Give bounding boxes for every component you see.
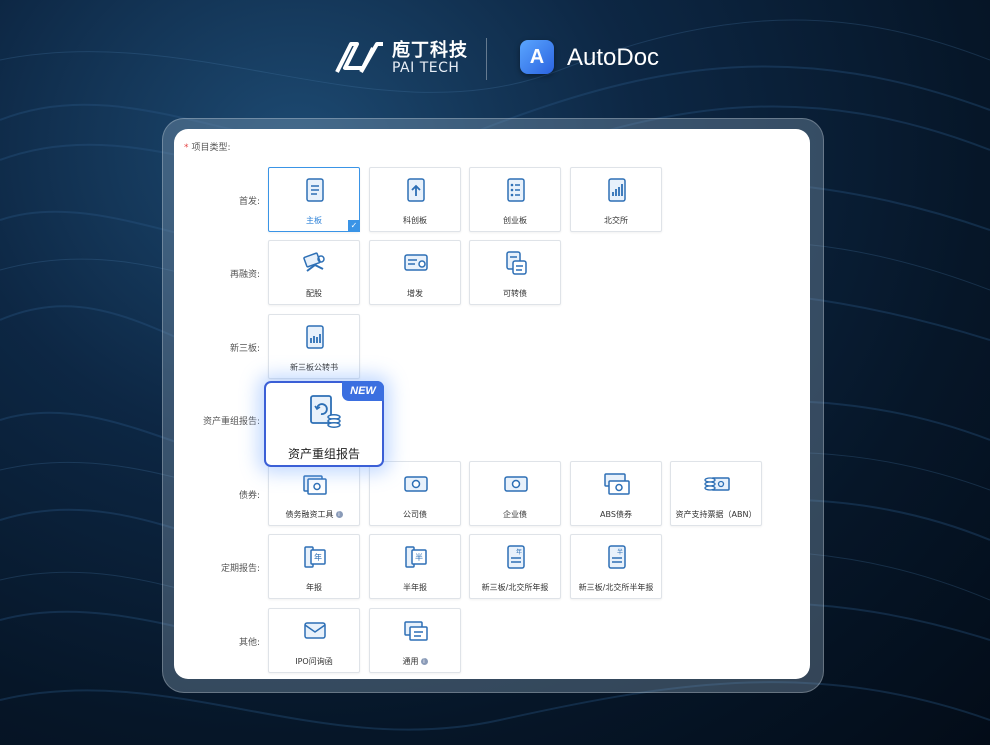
- row-label-periodic: 定期报告:: [220, 564, 260, 574]
- chart-document-icon: [608, 178, 626, 202]
- card-rights-issue[interactable]: 配股: [268, 240, 360, 305]
- banknote-icon: [404, 476, 428, 492]
- project-type-panel: *项目类型: 首发: 再融资: 新三板: 资产重组报告: 债券: 定期报告: 其…: [174, 129, 810, 679]
- document-upload-icon: [407, 178, 425, 202]
- card-label: 配股: [306, 289, 322, 298]
- card-label: 企业债: [503, 510, 527, 519]
- svg-text:半: 半: [617, 548, 623, 556]
- row-label-restructure: 资产重组报告:: [202, 417, 260, 427]
- mail-icon: [304, 622, 326, 639]
- row-label-other: 其他:: [238, 638, 260, 648]
- checklist-icon: [507, 178, 525, 202]
- card-label-text: 通用: [402, 657, 419, 666]
- card-label: IPO问询函: [295, 657, 333, 666]
- card-corporate-bond[interactable]: 公司债: [369, 461, 461, 526]
- card-neeq-transfer[interactable]: 新三板公转书: [268, 314, 360, 379]
- card-label: 公司债: [403, 510, 427, 519]
- card-star-market[interactable]: 科创板: [369, 167, 461, 232]
- exchange-document-icon: [506, 251, 527, 275]
- card-annual-report[interactable]: 年 年报: [268, 534, 360, 599]
- card-restructure-report[interactable]: NEW 资产重组报告: [264, 381, 384, 467]
- bar-chart-document-icon: [306, 325, 324, 349]
- card-neeq-semiannual[interactable]: 半 新三板/北交所半年报: [570, 534, 662, 599]
- cash-stack-icon: [303, 475, 327, 495]
- svg-text:年: 年: [314, 552, 322, 562]
- autodoc-logo-icon: A: [520, 40, 554, 74]
- refresh-coins-document-icon: [310, 395, 341, 428]
- card-convertible[interactable]: 可转债: [469, 240, 561, 305]
- document-lines-icon: [306, 178, 324, 202]
- certificate-icon: [404, 254, 428, 271]
- card-abs-bond[interactable]: ABS债券: [570, 461, 662, 526]
- card-label: 新三板公转书: [290, 363, 338, 372]
- info-icon[interactable]: i: [420, 658, 428, 665]
- svg-text:半: 半: [415, 552, 423, 562]
- calendar-year-doc-icon: 年: [507, 545, 525, 569]
- info-icon[interactable]: i: [335, 511, 343, 518]
- banknote-icon: [504, 476, 528, 492]
- autodoc-name: AutoDoc: [567, 44, 660, 71]
- card-label: 北交所: [604, 216, 628, 225]
- row-label-ipo: 首发:: [238, 197, 260, 207]
- card-label: 主板: [306, 216, 322, 225]
- handshake-icon: [303, 252, 325, 272]
- card-label: 可转债: [503, 289, 527, 298]
- card-chinext[interactable]: 创业板: [469, 167, 561, 232]
- card-abn[interactable]: 资产支持票据（ABN）: [670, 461, 762, 526]
- card-label: 年报: [306, 583, 322, 592]
- card-enterprise-bond[interactable]: 企业债: [469, 461, 561, 526]
- row-label-refinance: 再融资:: [229, 270, 260, 280]
- card-main-board[interactable]: 主板 ✓: [268, 167, 360, 232]
- card-semiannual-report[interactable]: 半 半年报: [369, 534, 461, 599]
- pai-tech-chinese-name: 庖丁科技: [392, 40, 468, 61]
- stacked-docs-icon: [404, 621, 428, 641]
- svg-text:年: 年: [516, 548, 522, 556]
- row-label-bonds: 债券:: [238, 491, 260, 501]
- brand-divider: [486, 38, 487, 80]
- card-label: 资产重组报告: [287, 447, 360, 461]
- card-label: 增发: [407, 289, 423, 298]
- calendar-year-icon: 年: [304, 546, 326, 568]
- card-label: 新三板/北交所年报: [481, 583, 549, 592]
- row-label-neeq: 新三板:: [229, 344, 260, 354]
- section-label: *项目类型:: [184, 140, 231, 153]
- brand-header: 庖丁科技 PAI TECH A AutoDoc: [0, 36, 990, 86]
- pai-tech-english-name: PAI TECH: [392, 60, 460, 76]
- card-label: 半年报: [403, 583, 427, 592]
- new-badge: NEW: [342, 381, 384, 401]
- card-label: ABS债券: [600, 510, 632, 519]
- card-label: 资产支持票据（ABN）: [675, 510, 757, 519]
- card-ipo-inquiry[interactable]: IPO问询函: [268, 608, 360, 673]
- pai-tech-logo-icon: [335, 42, 383, 73]
- card-private-placement[interactable]: 增发: [369, 240, 461, 305]
- calendar-half-icon: 半: [405, 546, 427, 568]
- card-banknote-icon: [604, 473, 630, 495]
- card-label: 创业板: [503, 216, 527, 225]
- required-mark: *: [184, 143, 189, 153]
- coins-banknote-icon: [704, 477, 730, 491]
- selected-check-icon: ✓: [348, 220, 360, 232]
- card-label-text: 债务融资工具: [285, 510, 334, 519]
- card-label: 科创板: [403, 216, 427, 225]
- section-label-text: 项目类型:: [191, 143, 231, 153]
- calendar-half-doc-icon: 半: [608, 545, 626, 569]
- card-bse[interactable]: 北交所: [570, 167, 662, 232]
- card-neeq-annual[interactable]: 年 新三板/北交所年报: [469, 534, 561, 599]
- card-label: 新三板/北交所半年报: [578, 583, 654, 592]
